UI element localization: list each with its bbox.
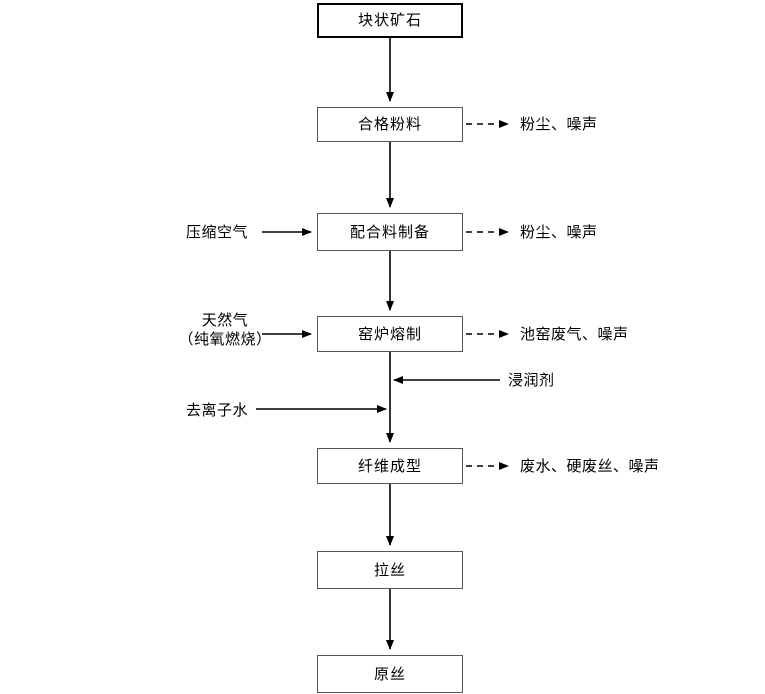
emission-arrows: [466, 120, 509, 470]
input-label-wetting-agent: 浸润剂: [508, 371, 555, 390]
input-label-text: 浸润剂: [508, 371, 555, 389]
input-label-compressed-air: 压缩空气: [186, 223, 248, 242]
process-box-forming[interactable]: 纤维成型: [317, 448, 463, 484]
process-box-batch[interactable]: 配合料制备: [317, 213, 463, 251]
emission-label-text: 池窑废气、噪声: [520, 325, 629, 343]
emission-label-furnace: 池窑废气、噪声: [520, 325, 629, 344]
input-label-text: 天然气: [201, 311, 249, 329]
input-label-text-line2: （纯氧燃烧）: [178, 329, 272, 348]
emission-label-forming: 废水、硬废丝、噪声: [520, 457, 660, 476]
emission-label-powder: 粉尘、噪声: [520, 115, 598, 134]
process-box-label: 窑炉熔制: [357, 324, 422, 343]
input-label-natural-gas: 天然气 （纯氧燃烧）: [170, 311, 280, 349]
input-label-deionized-water: 去离子水: [186, 401, 248, 420]
process-box-furnace[interactable]: 窑炉熔制: [317, 316, 463, 352]
emission-label-text: 粉尘、噪声: [520, 115, 598, 133]
process-box-strand[interactable]: 原丝: [317, 655, 463, 693]
process-box-label: 原丝: [373, 664, 406, 683]
process-box-powder[interactable]: 合格粉料: [317, 107, 463, 142]
emission-label-text: 粉尘、噪声: [520, 223, 598, 241]
emission-label-text: 废水、硬废丝、噪声: [520, 457, 660, 475]
process-box-label: 配合料制备: [349, 222, 430, 241]
emission-label-batch: 粉尘、噪声: [520, 223, 598, 242]
process-box-label: 纤维成型: [357, 456, 422, 475]
input-label-text: 压缩空气: [186, 223, 249, 241]
process-box-label: 合格粉料: [357, 115, 422, 133]
process-box-label: 拉丝: [373, 560, 406, 579]
input-label-text: 去离子水: [186, 401, 249, 419]
process-box-label: 块状矿石: [357, 11, 422, 29]
process-box-drawing[interactable]: 拉丝: [317, 551, 463, 589]
process-box-ore[interactable]: 块状矿石: [317, 3, 463, 38]
